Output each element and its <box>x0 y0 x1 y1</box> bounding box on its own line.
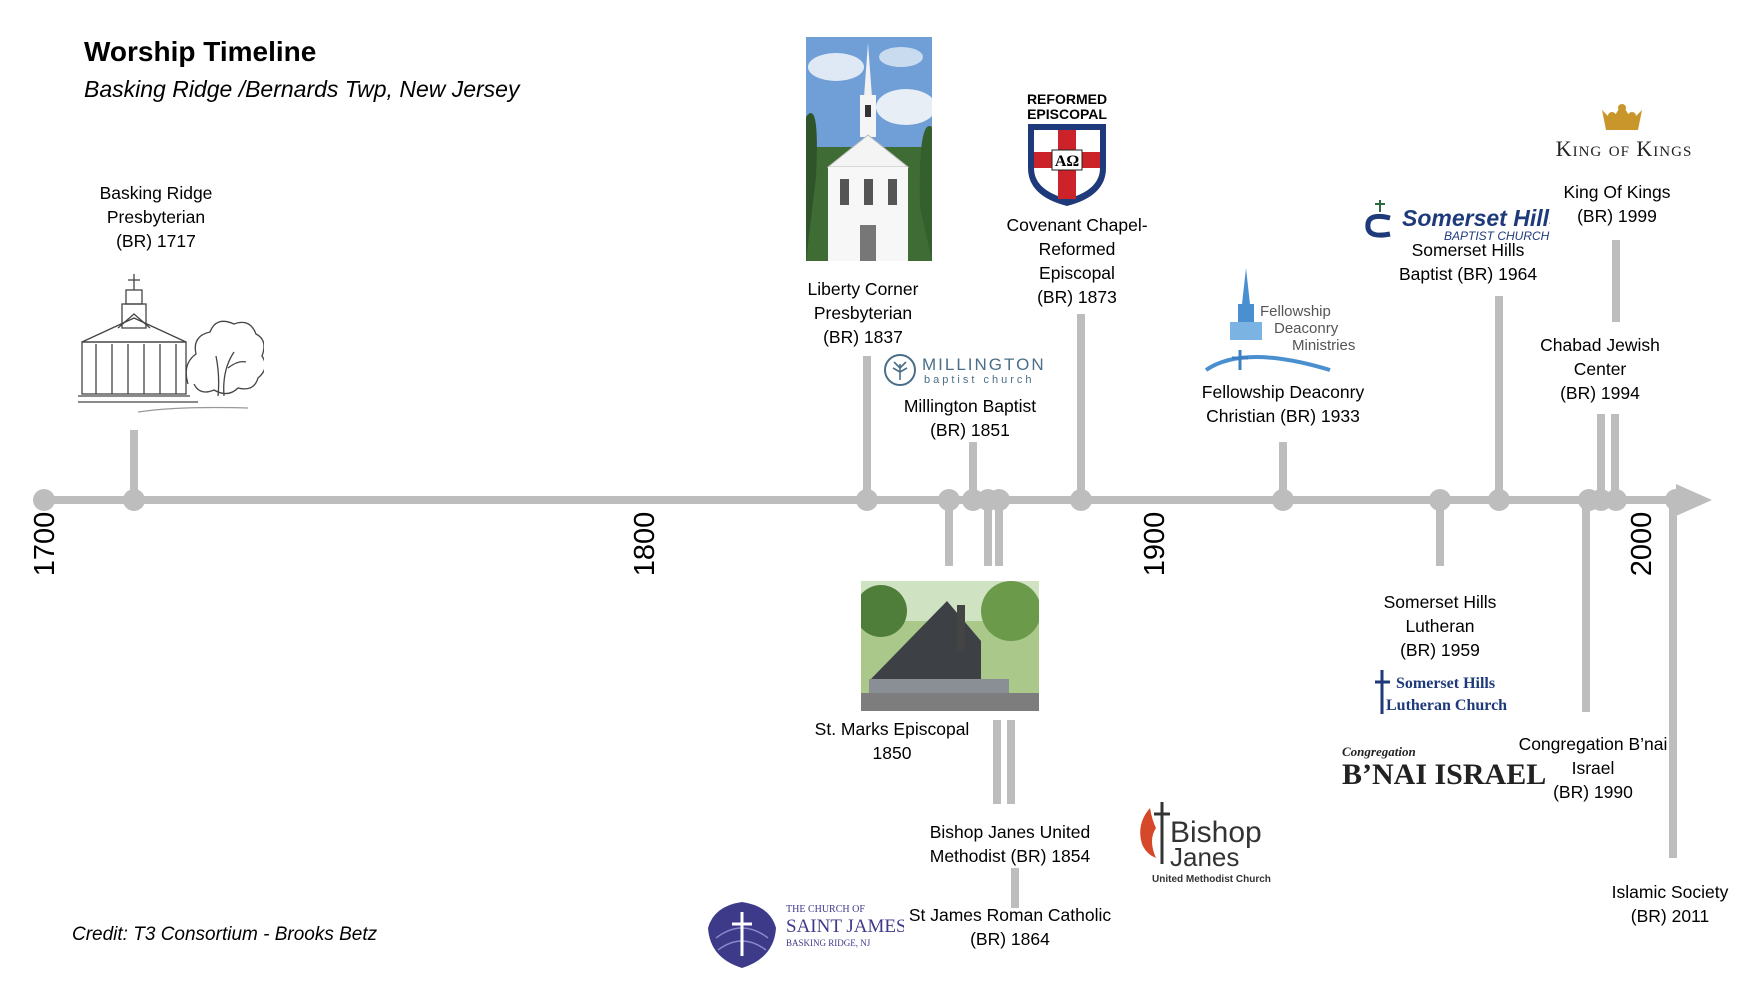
stem-1837 <box>863 356 871 496</box>
event-dot-1873 <box>1070 489 1092 511</box>
svg-text:Janes: Janes <box>1170 842 1239 872</box>
event-label-st-james-catholic: St James Roman Catholic(BR) 1864 <box>908 905 1112 949</box>
stem-1959 <box>1436 504 1444 566</box>
svg-text:baptist church: baptist church <box>924 374 1034 386</box>
svg-text:MILLINGTON: MILLINGTON <box>922 355 1046 374</box>
page-subtitle: Basking Ridge /Bernards Twp, New Jersey <box>84 76 520 102</box>
stem-1864 <box>1011 868 1019 908</box>
somerset-hills-baptist-logo: Somerset Hills BAPTIST CHURCH <box>1365 200 1550 242</box>
svg-text:REFORMED: REFORMED <box>1027 91 1107 107</box>
stem-1854a <box>984 504 992 566</box>
stem-1873 <box>1077 314 1085 496</box>
saint-james-logo: THE CHURCH OF SAINT JAMES BASKING RIDGE,… <box>708 902 904 968</box>
stem-1854c <box>993 720 1001 804</box>
svg-text:United Methodist Church: United Methodist Church <box>1152 874 1271 885</box>
event-dot-1999 <box>1605 489 1627 511</box>
millington-baptist-logo: MILLINGTON baptist church <box>884 354 1046 386</box>
svg-text:Lutheran Church: Lutheran Church <box>1386 697 1507 714</box>
svg-text:Congregation: Congregation <box>1342 744 1416 759</box>
bnai-israel-logo: Congregation B’NAI ISRAEL <box>1342 744 1546 790</box>
stem-1994b <box>1611 414 1619 496</box>
svg-text:B’NAI ISRAEL: B’NAI ISRAEL <box>1342 758 1546 790</box>
svg-text:Deaconry: Deaconry <box>1274 320 1339 337</box>
svg-text:Bishop: Bishop <box>1170 816 1262 849</box>
svg-text:BASKING RIDGE, NJ: BASKING RIDGE, NJ <box>786 938 871 948</box>
event-label-millington-baptist: Millington Baptist(BR) 1851 <box>903 396 1037 440</box>
stem-2011 <box>1669 504 1677 858</box>
stem-1990 <box>1582 504 1590 712</box>
event-dot-1837 <box>856 489 878 511</box>
somerset-hills-lutheran-logo: Somerset Hills Lutheran Church <box>1375 670 1507 714</box>
svg-text:King of Kings: King of Kings <box>1556 136 1693 160</box>
stem-1964 <box>1495 296 1503 496</box>
stem-1933 <box>1279 442 1287 496</box>
stem-1994a <box>1597 414 1605 496</box>
svg-text:EPISCOPAL: EPISCOPAL <box>1027 106 1107 122</box>
svg-text:SAINT JAMES: SAINT JAMES <box>786 916 904 937</box>
svg-text:BAPTIST CHURCH: BAPTIST CHURCH <box>1444 229 1550 242</box>
svg-text:Fellowship: Fellowship <box>1260 303 1331 320</box>
fellowship-deaconry-logo: Fellowship Deaconry Ministries <box>1204 268 1355 372</box>
bishop-janes-logo: Bishop Janes United Methodist Church <box>1140 802 1271 885</box>
stem-1854b <box>995 504 1003 566</box>
svg-text:Somerset Hills: Somerset Hills <box>1402 205 1550 231</box>
event-dot-1959 <box>1429 489 1451 511</box>
event-dot-1964 <box>1488 489 1510 511</box>
basking-ridge-church-sketch-icon <box>78 274 264 413</box>
stem-1717 <box>130 430 138 496</box>
st-marks-church-photo <box>861 581 1039 711</box>
event-dot-1933 <box>1272 489 1294 511</box>
svg-text:THE CHURCH OF: THE CHURCH OF <box>786 904 865 915</box>
reformed-episcopal-shield-icon: REFORMED EPISCOPAL ΑΩ <box>1027 91 1107 206</box>
event-dot-1850 <box>938 489 960 511</box>
axis-start-dot <box>33 489 55 511</box>
credit-text: Credit: T3 Consortium - Brooks Betz <box>72 924 378 945</box>
event-label-king-of-kings: King Of Kings(BR) 1999 <box>1563 182 1671 226</box>
event-dot-1864 <box>988 489 1010 511</box>
event-label-islamic-society: Islamic Society(BR) 2011 <box>1611 882 1729 926</box>
svg-text:Ministries: Ministries <box>1292 337 1355 354</box>
year-label-2000: 2000 <box>1626 511 1658 577</box>
stem-1854d <box>1007 720 1015 804</box>
year-label-1800: 1800 <box>629 511 661 577</box>
event-dot-1717 <box>123 489 145 511</box>
stem-1851 <box>969 442 977 496</box>
svg-text:ΑΩ: ΑΩ <box>1055 153 1080 170</box>
year-label-1900: 1900 <box>1139 511 1171 577</box>
stem-1999 <box>1612 240 1620 322</box>
year-label-1700: 1700 <box>29 511 61 577</box>
liberty-corner-church-photo <box>806 37 932 261</box>
svg-text:Somerset Hills: Somerset Hills <box>1396 675 1495 692</box>
king-of-kings-logo: King of Kings <box>1556 104 1693 160</box>
page-title: Worship Timeline <box>84 36 317 67</box>
stem-1850 <box>945 504 953 566</box>
